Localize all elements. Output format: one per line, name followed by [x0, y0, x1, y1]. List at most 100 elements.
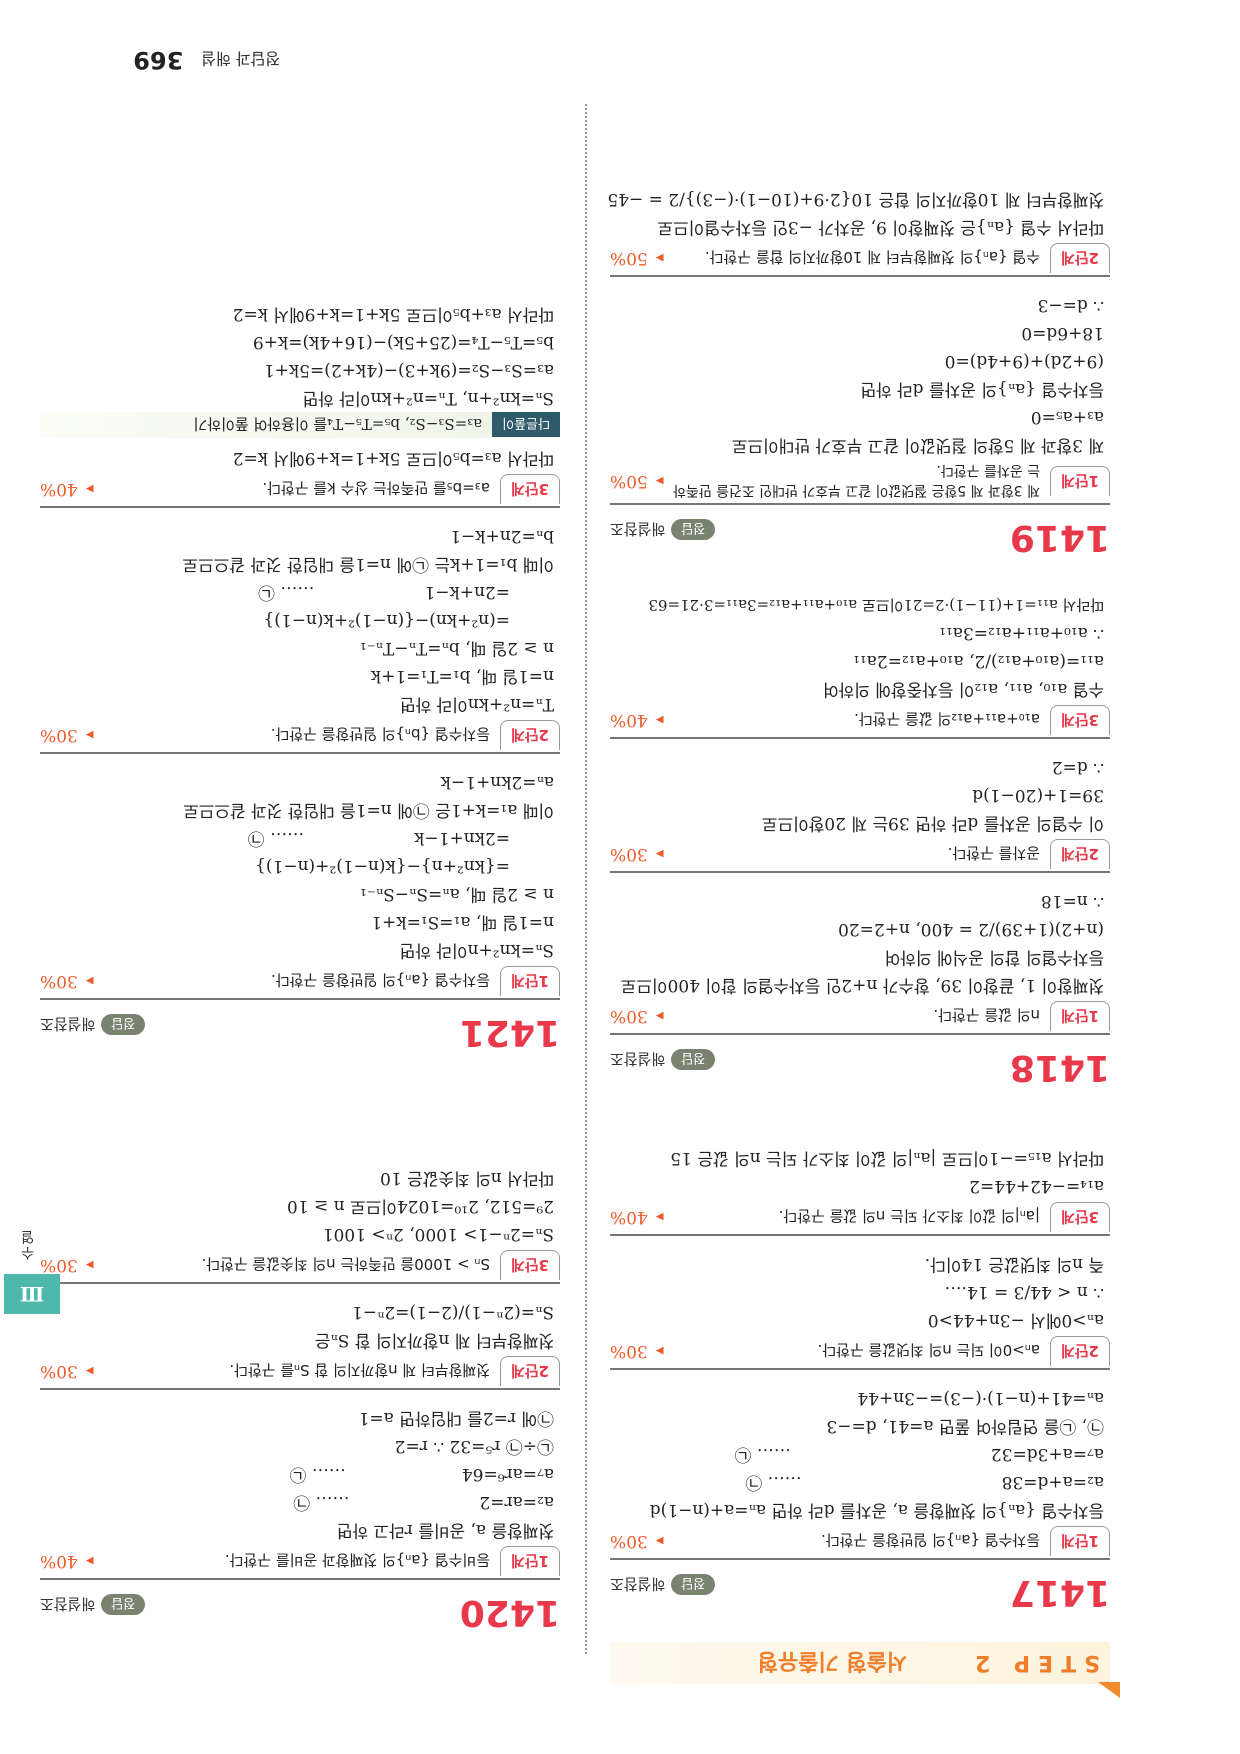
footer-title: 정답과 해설 — [201, 49, 280, 68]
solution-line: 즉 n의 최댓값은 14이다. — [924, 1254, 1104, 1274]
step-title: 서술형 기출유형 — [757, 1648, 908, 1673]
stage-badge: 1단계 — [499, 966, 560, 996]
problem-number: 1419 — [1009, 517, 1110, 558]
solution-line: ={kn²+n}−{k(n−1)²+(n−1)} — [255, 856, 510, 876]
reference-text: 해설참조 — [40, 1595, 96, 1613]
stage-text: a₃=b₅를 만족하는 상수 k를 구한다. — [262, 479, 490, 498]
stage-badge: 2단계 — [1049, 1336, 1110, 1366]
solution-line: a₇=ar⁶=64 …… ㉡ — [40, 1460, 560, 1488]
stage-percent: 30% — [610, 844, 664, 864]
solution-line: 이때 a₁=k+1은 ㉠에 n=1을 대입한 것과 같으므로 — [183, 800, 554, 820]
equation: a₇=ar⁶=64 — [461, 1464, 554, 1484]
solution-line: 첫째항이 1, 끝항이 39, 항수가 n+2인 등차수열의 합이 400이므로 — [620, 975, 1104, 995]
stage-text: 등비수열 {aₙ}의 첫째항과 공비를 구한다. — [224, 1551, 490, 1570]
solution-line: 따라서 수열 {aₙ}은 첫째항이 9, 공차가 −3인 등차수열이므로 — [657, 217, 1104, 237]
solution-line: a₂=ar=2…… ㉠ — [40, 1488, 560, 1516]
stage-badge: 3단계 — [499, 474, 560, 504]
equation-marker: …… ㉡ — [289, 1464, 346, 1484]
solution-line: ㉠, ㉡을 연립하여 풀면 a=41, d=−3 — [826, 1416, 1104, 1436]
problem-number: 1417 — [1009, 1572, 1110, 1613]
alternative-badge: 다른풀이 — [492, 412, 560, 438]
solution-line: 등차수열의 합의 공식에 의하여 — [884, 947, 1104, 967]
solution-line: 따라서 a₁₁=1+(11−1)·2=21이므로 a₁₀+a₁₁+a₁₂=3a₁… — [648, 596, 1104, 614]
reference-text: 해설참조 — [610, 1050, 666, 1068]
stage-text: 등차수열 {aₙ}의 일반항을 구한다. — [821, 1531, 1040, 1550]
solution-line: a₃=S₃−S₂=(9k+3)−(4k+2)=5k+1 — [263, 360, 554, 380]
solution-line: 첫째항을 a, 공비를 r라고 하면 — [336, 1520, 554, 1540]
solution-line: 등차수열 {aₙ}의 공차를 d라 하면 — [860, 379, 1104, 399]
stage-text: 공차를 구한다. — [947, 844, 1040, 863]
solution-line: Sₙ=(2ⁿ−1)/(2−1)=2ⁿ−1 — [351, 1302, 554, 1322]
solution-line: a₁₁=(a₁₀+a₁₂)/2, a₁₀+a₁₂=2a₁₁ — [853, 651, 1104, 671]
alternative-title: a₃=S₃−S₂, b₅=T₅−T₄를 이용하여 풀이하기 — [193, 415, 483, 434]
solution-line: 따라서 n의 최솟값은 10 — [380, 1168, 554, 1188]
solution-line: aₙ=41+(n−1)·(−3)=−3n+44 — [857, 1388, 1104, 1408]
solution-line: ∴ d=2 — [1051, 757, 1104, 777]
solution-line: ∴ a₁₀+a₁₁+a₁₂=3a₁₁ — [939, 623, 1104, 643]
equation: =2kn+1−k — [414, 828, 510, 848]
stage-text: Sₙ > 1000을 만족하는 n의 최솟값을 구한다. — [201, 1255, 490, 1274]
chapter-label: 수열 — [21, 1228, 34, 1260]
stage-percent: 30% — [610, 1531, 664, 1551]
solution-line: n=1일 때, a₁=S₁=k+1 — [371, 912, 554, 932]
alternative-solution: 다른풀이 a₃=S₃−S₂, b₅=T₅−T₄를 이용하여 풀이하기 — [40, 412, 560, 438]
solution-line: 따라서 a₁₅=−1이므로 |aₙ|의 값이 최소가 되는 n의 값은 15 — [670, 1148, 1104, 1168]
solution-line: a₂=a+d=38…… ㉠ — [610, 1468, 1110, 1496]
stage-percent: 30% — [610, 1006, 664, 1026]
stage-2: 2단계 공차를 구한다. 30% — [610, 837, 1110, 873]
stage-badge: 2단계 — [1049, 839, 1110, 869]
answer-badge: 정답 — [101, 1014, 146, 1035]
solution-line: a₃+a₅=0 — [1030, 407, 1104, 427]
stage-percent: 40% — [610, 1207, 664, 1227]
answer-badge: 정답 — [101, 1594, 146, 1615]
solution-line: =(n²+kn)−{(n−1)²+k(n−1)} — [263, 610, 510, 630]
solution-line: ∴ n < 44/3 = 14.… — [944, 1282, 1104, 1302]
stage-badge: 1단계 — [1049, 466, 1110, 496]
solution-line: =2kn+1−k …… ㉠ — [40, 824, 560, 852]
answer-reference: 정답 해설참조 — [40, 1014, 146, 1035]
stage-percent: 50% — [610, 248, 664, 268]
answer-reference: 정답 해설참조 — [610, 1049, 716, 1070]
solution-line: 제 3항과 제 5항의 절댓값이 같고 부호가 반대이므로 — [731, 435, 1104, 455]
stage-percent: 40% — [40, 479, 94, 499]
solution-line: b₅=T₅−T₄=(25+5k)−(16+4k)=k+9 — [252, 332, 554, 352]
stage-text: n의 값을 구한다. — [933, 1006, 1040, 1025]
solution-line: a₇=a+3d=32…… ㉡ — [610, 1440, 1110, 1468]
solution-line: a₁₄=−42+44=2 — [969, 1176, 1104, 1196]
equation-marker: …… ㉠ — [247, 828, 305, 848]
chapter-roman-numeral: Ⅲ — [4, 1274, 60, 1314]
solution-line: 39=1+(20−1)d — [972, 785, 1104, 805]
equation: a₂=a+d=38 — [1001, 1472, 1104, 1492]
solution-line: 따라서 a₃+b₅이므로 5k+1=k+9에서 k=2 — [232, 304, 554, 324]
answer-reference: 정답 해설참조 — [40, 1594, 146, 1615]
stage-badge: 2단계 — [499, 1356, 560, 1386]
stage-text: aₙ>0이 되는 n의 최댓값을 구한다. — [817, 1341, 1040, 1360]
solution-line: bₙ=2n+k−1 — [450, 526, 554, 546]
stage-badge: 1단계 — [499, 1546, 560, 1576]
stage-text: 등차수열 {bₙ}의 일반항을 구한다. — [270, 725, 490, 744]
answer-reference: 정답 해설참조 — [610, 1574, 716, 1595]
solution-line: ∴ d=−3 — [1037, 295, 1104, 315]
solution-line: ㉠에 r=2를 대입하면 a=1 — [358, 1408, 554, 1428]
reference-text: 해설참조 — [610, 520, 666, 538]
solution-line: aₙ=2kn+1−k — [440, 772, 554, 792]
solution-line: aₙ>0에서 −3n+44>0 — [927, 1310, 1104, 1330]
stage-badge: 3단계 — [499, 1250, 560, 1280]
stage-text: |aₙ|의 값이 최소가 되는 n의 값을 구한다. — [778, 1207, 1040, 1226]
stage-percent: 30% — [40, 725, 94, 745]
answer-reference: 정답 해설참조 — [610, 519, 716, 540]
equation: a₂=ar=2 — [479, 1492, 554, 1512]
answer-badge: 정답 — [671, 1049, 716, 1070]
column-divider — [585, 104, 587, 1654]
problem-number: 1421 — [459, 1012, 560, 1053]
page-footer: 정답과 해설 369 — [133, 46, 280, 74]
stage-text: 첫째항부터 제 n항까지의 합 Sₙ를 구한다. — [229, 1361, 490, 1380]
